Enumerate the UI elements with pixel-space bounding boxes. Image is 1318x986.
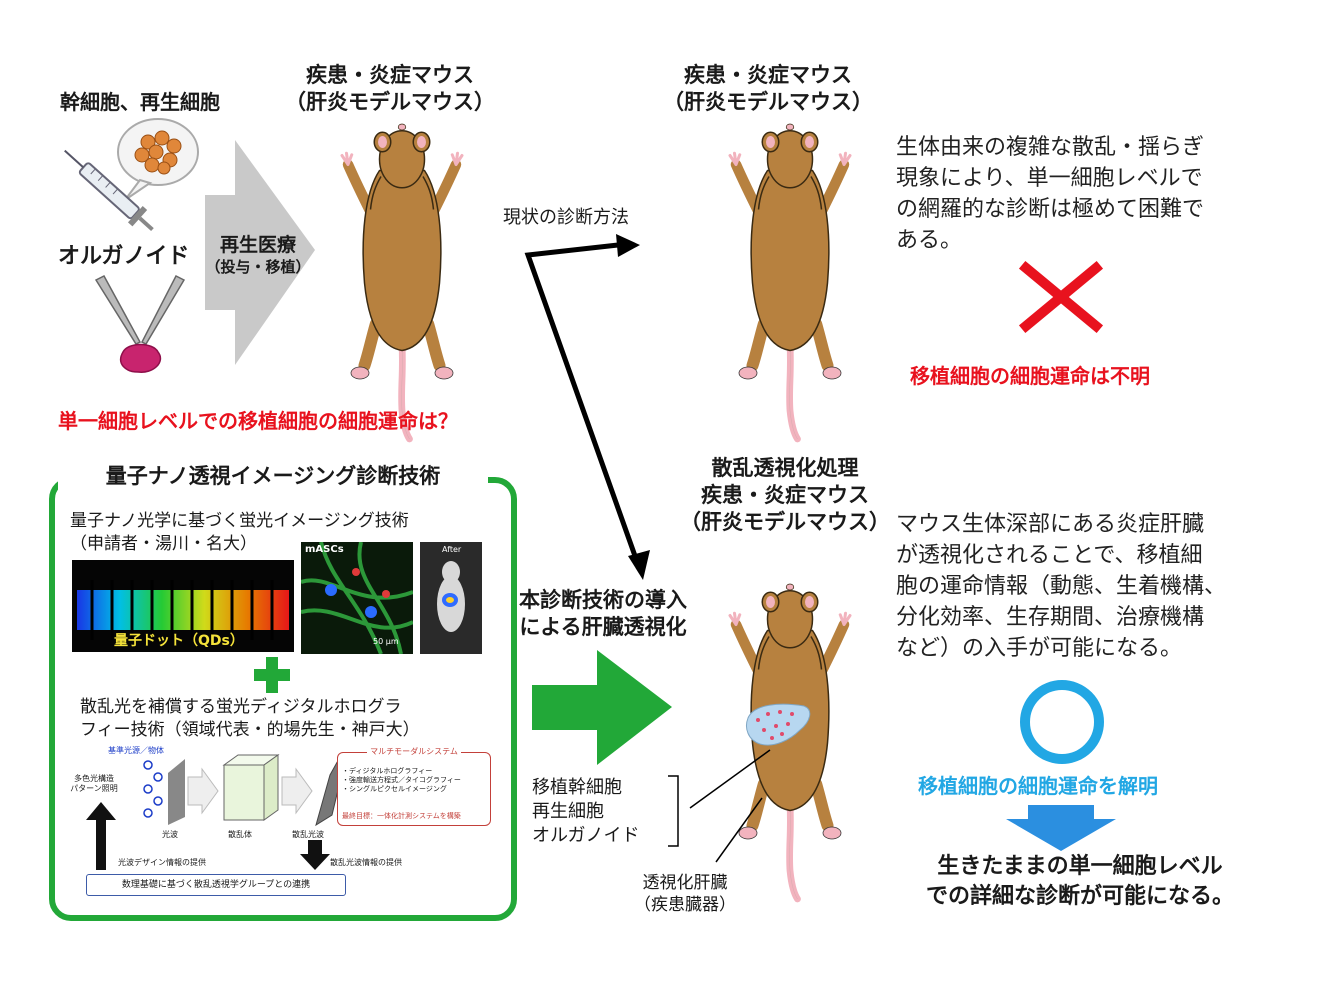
down-arrow-icon (300, 840, 330, 870)
cell-fate-question: 単一細胞レベルでの移植細胞の細胞運命は？ (58, 409, 458, 433)
circle-icon (1020, 680, 1104, 764)
scattered-wave-label: 散乱光波 (292, 830, 324, 839)
benefit-line: マウス生体深部にある炎症肝臓 (896, 512, 1205, 537)
mouse3-title-line1: 疾患・炎症マウス (701, 483, 869, 507)
tweezers-icon (94, 274, 186, 373)
conclusion-line2: での詳細な診断が可能になる。 (925, 884, 1234, 909)
new-tech-label: 本診断技術の導入 による肝臓透視化 (508, 587, 698, 641)
green-arrow-icon (532, 650, 672, 765)
tech2-description: 散乱光を補償する蛍光ディジタルホログラ フィー技術（領域代表・的場先生・神戸大） (80, 696, 420, 742)
plus-icon (254, 657, 290, 693)
mouse1-title-line2: （肝炎モデルマウス） (285, 90, 495, 114)
fate-unknown-label: 移植細胞の細胞運命は不明 (910, 364, 1150, 388)
scatterer-label: 散乱体 (228, 830, 252, 839)
scatter-info-label: 散乱光波情報の提供 (330, 858, 402, 867)
tech1-line1: 量子ナノ光学に基づく蛍光イメージング技術 (70, 511, 409, 531)
fate-revealed-label: 移植細胞の細胞運命を解明 (918, 774, 1158, 798)
limitation-line: 現象により、単一細胞レベルで (896, 166, 1203, 191)
therapy-label: 再生医療 (219, 234, 296, 256)
limitation-line: ある。 (896, 228, 963, 253)
blue-down-arrow-icon (1006, 805, 1116, 851)
limitation-line: の網羅的な診断は極めて困難で (896, 197, 1205, 222)
benefit-line: など）の入手が可能になる。 (896, 636, 1183, 661)
quantum-dot-label: 量子ドット（QDs） (114, 633, 244, 649)
tech-box-title: 量子ナノ透視イメージング診断技術 (58, 460, 488, 490)
cells-line1: 移植幹細胞 (532, 777, 622, 798)
current-method-label: 現状の診断方法 (503, 207, 629, 228)
organ-line2: （疾患臓器） (634, 895, 736, 915)
cells-line3: オルガノイド (532, 825, 640, 846)
syringe-icon (64, 118, 199, 232)
new-tech-line2: による肝臓透視化 (519, 615, 687, 639)
mouse3-title-line2: （肝炎モデルマウス） (680, 510, 890, 534)
after-photo: After (420, 542, 482, 654)
mouse3-title-line0: 散乱透視化処理 (711, 456, 859, 480)
tech2-line1: 散乱光を補償する蛍光ディジタルホログラ (80, 697, 402, 717)
tech1-description: 量子ナノ光学に基づく蛍光イメージング技術 （申請者・湯川・名大） (70, 510, 409, 556)
benefit-line: が透視化されることで、移植細 (896, 543, 1203, 568)
design-info-label: 光波デザイン情報の提供 (118, 858, 206, 867)
multicolor-label: 多色光構造 パターン照明 (64, 774, 124, 794)
mouse1-title-line1: 疾患・炎症マウス (306, 63, 474, 87)
stem-cells-label: 幹細胞、再生細胞 (60, 90, 220, 114)
multimodal-item: ・ディジタルホログラフィー (342, 767, 433, 775)
multimodal-title: マルチモーダルシステム (338, 747, 490, 757)
liver-icon (746, 703, 811, 746)
cross-icon (1018, 260, 1104, 334)
multimodal-title-text: マルチモーダルシステム (367, 747, 461, 756)
tech2-line2: フィー技術（領域代表・的場先生・神戸大） (80, 720, 420, 740)
mascs-photo: mASCs 50 μm (301, 542, 413, 654)
multimodal-item: ・強度輸送方程式／タイコグラフィー (342, 776, 461, 784)
mouse1-title: 疾患・炎症マウス （肝炎モデルマウス） (270, 62, 510, 116)
up-arrow-icon (86, 802, 116, 870)
organoid-label: オルガノイド (58, 244, 190, 269)
limitation-line: 生体由来の複雑な散乱・揺らぎ (896, 135, 1205, 160)
benefit-line: 分化効率、生存期間、治療機構 (896, 605, 1205, 630)
quantum-dot-photo: 量子ドット（QDs） (72, 560, 294, 652)
conclusion-line1: 生きたままの単一細胞レベル (937, 854, 1223, 879)
mouse2-title-line1: 疾患・炎症マウス (684, 63, 852, 87)
multimodal-item: ・シングルピクセルイメージング (342, 785, 447, 793)
therapy-sub-label: （投与・移植） (205, 258, 311, 276)
conclusion-text: 生きたままの単一細胞レベル での詳細な診断が可能になる。 (880, 852, 1280, 912)
benefit-line: 胞の運命情報（動態、生着機構、 (896, 574, 1227, 599)
cells-line2: 再生細胞 (532, 801, 604, 822)
scale-label: 50 μm (373, 637, 399, 646)
therapy-arrow (205, 140, 315, 365)
mouse2-title: 疾患・炎症マウス （肝炎モデルマウス） (648, 62, 888, 116)
tech1-line2: （申請者・湯川・名大） (70, 534, 257, 554)
multicolor-line2: パターン照明 (70, 784, 118, 793)
new-benefit-text: マウス生体深部にある炎症肝臓 が透視化されることで、移植細 胞の運命情報（動態、… (896, 509, 1306, 664)
mouse3-title: 散乱透視化処理 疾患・炎症マウス （肝炎モデルマウス） (660, 455, 910, 536)
hologram-schematic (143, 754, 345, 827)
current-limitation-text: 生体由来の複雑な散乱・揺らぎ 現象により、単一細胞レベルで の網羅的な診断は極め… (896, 132, 1296, 256)
transparent-liver-label: 透視化肝臓 （疾患臓器） (610, 872, 760, 916)
after-label: After (442, 545, 462, 554)
final-goal-label: 最終目標：一体化計測システムを構築 (342, 812, 461, 820)
collaboration-box: 数理基礎に基づく散乱透視学グループとの連携 (86, 874, 346, 896)
multimodal-box: マルチモーダルシステム ・ディジタルホログラフィー ・強度輸送方程式／タイコグラ… (337, 747, 491, 826)
ref-light-label: 基準光源／物体 (108, 746, 164, 755)
organ-line1: 透視化肝臓 (642, 873, 728, 893)
mouse2-title-line2: （肝炎モデルマウス） (663, 90, 873, 114)
transplant-cells-label: 移植幹細胞 再生細胞 オルガノイド (532, 776, 639, 848)
multicolor-line1: 多色光構造 (74, 774, 114, 783)
light-wave-label: 光波 (162, 830, 178, 839)
multimodal-items: ・ディジタルホログラフィー ・強度輸送方程式／タイコグラフィー ・シングルピクセ… (342, 767, 461, 794)
mascs-label: mASCs (305, 544, 344, 555)
new-tech-line1: 本診断技術の導入 (519, 588, 687, 612)
